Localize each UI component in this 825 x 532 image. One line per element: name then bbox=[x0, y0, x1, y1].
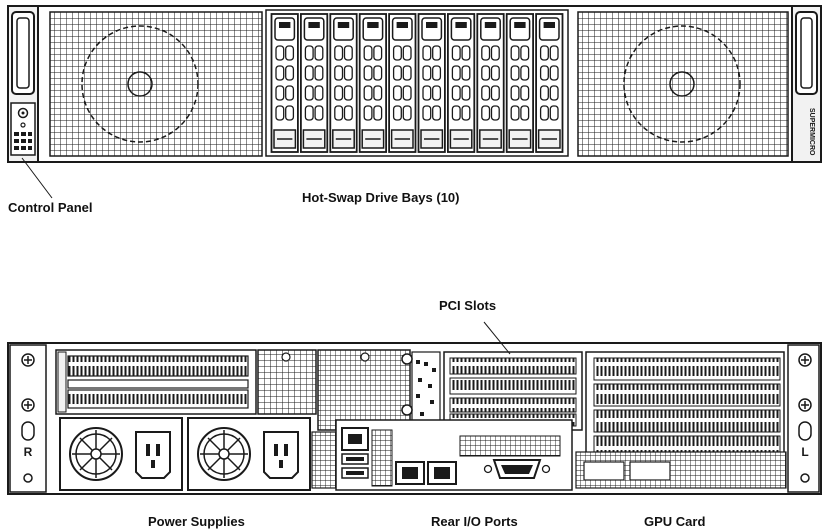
power-button-icon bbox=[17, 107, 29, 119]
drive-tray[interactable] bbox=[505, 13, 535, 153]
usb-port-icon bbox=[341, 467, 369, 479]
psu-fan-icon bbox=[69, 427, 123, 481]
screw-icon bbox=[21, 353, 35, 367]
hot-swap-drive-bays bbox=[265, 9, 569, 157]
drive-tray[interactable] bbox=[299, 13, 329, 153]
rear-io-panel bbox=[335, 419, 573, 491]
left-riser-bay bbox=[55, 349, 257, 415]
drive-tray[interactable] bbox=[446, 13, 476, 153]
front-right-vent bbox=[577, 11, 789, 157]
drive-tray[interactable] bbox=[270, 13, 299, 153]
led-indicator-grid bbox=[14, 132, 32, 150]
screw-icon bbox=[798, 353, 812, 367]
ear-slot-icon bbox=[798, 421, 812, 441]
power-supply-2 bbox=[187, 417, 311, 491]
drive-tray[interactable] bbox=[329, 13, 358, 153]
power-supply-1 bbox=[59, 417, 183, 491]
front-left-vent bbox=[49, 11, 263, 157]
drive-tray[interactable] bbox=[476, 13, 505, 153]
psu-fan-icon bbox=[197, 427, 251, 481]
power-supplies-label: Power Supplies bbox=[148, 514, 245, 529]
ethernet-port-icon bbox=[395, 461, 425, 485]
rear-chassis: R L bbox=[7, 342, 822, 495]
front-chassis: SUPERMICRO bbox=[7, 5, 822, 163]
control-panel-leader bbox=[21, 157, 53, 199]
drive-tray[interactable] bbox=[535, 13, 564, 153]
front-right-ear: SUPERMICRO bbox=[791, 5, 822, 163]
drive-bays-label: Hot-Swap Drive Bays (10) bbox=[302, 190, 460, 205]
rear-right-ear-label: L bbox=[801, 445, 808, 459]
rear-left-ear: R bbox=[9, 344, 47, 493]
rear-io-label: Rear I/O Ports bbox=[431, 514, 518, 529]
drive-tray[interactable] bbox=[417, 13, 446, 153]
gpu-card-label: GPU Card bbox=[644, 514, 706, 529]
screw-icon bbox=[798, 398, 812, 412]
ethernet-port-icon bbox=[427, 461, 457, 485]
rear-right-ear: L bbox=[787, 344, 820, 493]
center-vent bbox=[257, 349, 411, 431]
gpu-card bbox=[575, 351, 787, 489]
ac-inlet-icon bbox=[263, 431, 299, 479]
psu-side-vent bbox=[311, 431, 337, 489]
screw-icon bbox=[800, 473, 810, 483]
ac-inlet-icon bbox=[135, 431, 171, 479]
rear-left-ear-label: R bbox=[24, 445, 33, 459]
pci-slots-label: PCI Slots bbox=[439, 298, 497, 313]
vga-port-icon bbox=[483, 459, 551, 479]
drive-tray[interactable] bbox=[358, 13, 388, 153]
supermicro-logo: SUPERMICRO bbox=[808, 108, 815, 156]
control-panel bbox=[10, 102, 36, 156]
drive-tray[interactable] bbox=[388, 13, 417, 153]
usb-port-icon bbox=[341, 453, 369, 465]
status-led-icon bbox=[20, 122, 26, 128]
ethernet-port-icon bbox=[341, 427, 369, 451]
pci-slots-leader bbox=[483, 321, 511, 355]
control-panel-label: Control Panel bbox=[8, 200, 93, 215]
screw-icon bbox=[23, 473, 33, 483]
ear-slot-icon bbox=[21, 421, 35, 441]
screw-icon bbox=[21, 398, 35, 412]
